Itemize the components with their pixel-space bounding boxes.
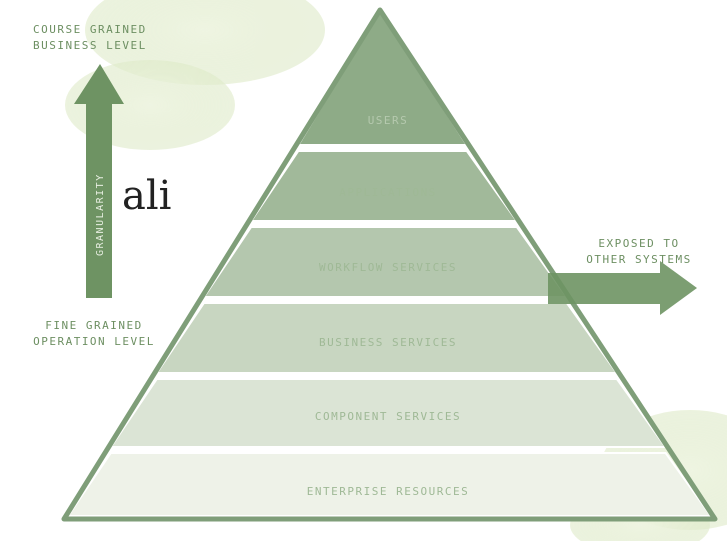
tier-label: BUSINESS SERVICES (319, 336, 457, 349)
stray-text: ali (122, 173, 172, 219)
tier-label: USERS (368, 114, 409, 127)
caption-line: OTHER SYSTEMS (586, 253, 692, 266)
exposed-arrow (548, 261, 697, 315)
fine-grained-caption: FINE GRAINED OPERATION LEVEL (6, 318, 182, 350)
tier-label: COMPONENT SERVICES (315, 410, 461, 423)
caption-line: OPERATION LEVEL (33, 335, 155, 348)
exposed-arrow-shape (548, 261, 697, 315)
tier-label: APPLICATIONS (339, 186, 436, 199)
granularity-arrow-shape (74, 64, 124, 298)
tier-label: ENTERPRISE RESOURCES (307, 485, 469, 498)
coarse-grained-caption: COURSE GRAINED BUSINESS LEVEL (33, 22, 147, 54)
granularity-label: GRANULARITY (95, 173, 106, 256)
caption-line: BUSINESS LEVEL (33, 39, 147, 52)
exposed-caption: EXPOSED TO OTHER SYSTEMS (560, 236, 718, 268)
caption-line: COURSE GRAINED (33, 23, 147, 36)
caption-line: EXPOSED TO (598, 237, 680, 250)
tier-label: WORKFLOW SERVICES (319, 261, 457, 274)
granularity-arrow: GRANULARITY (74, 64, 124, 298)
pyramid-outline (61, 7, 718, 522)
caption-line: FINE GRAINED (45, 319, 143, 332)
